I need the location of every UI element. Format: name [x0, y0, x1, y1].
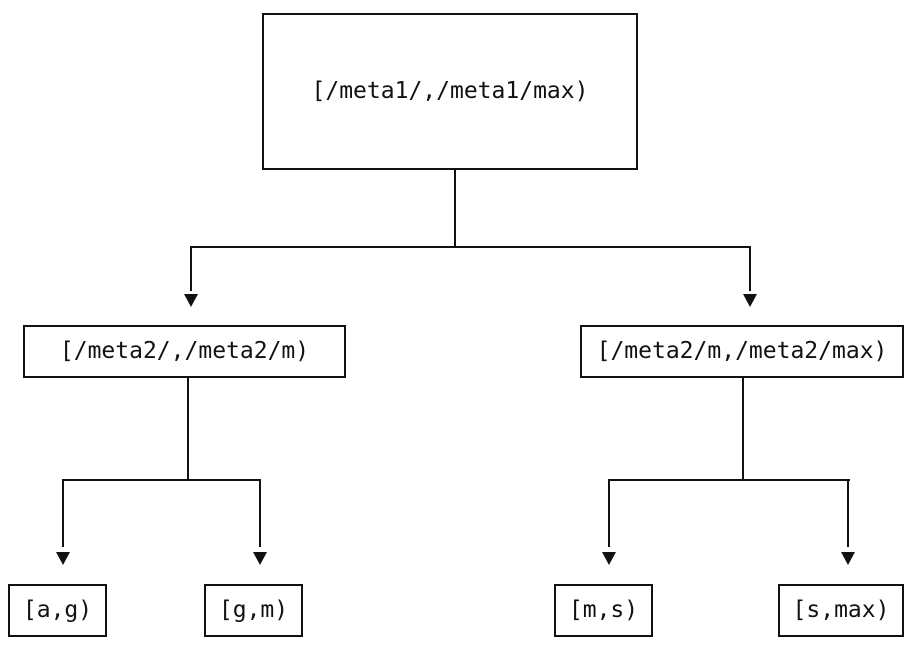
tree-node-leaf-gm: [g,m)	[204, 584, 303, 637]
tree-node-leaf-ms: [m,s)	[554, 584, 653, 637]
arrowhead-down-icon	[184, 294, 198, 307]
arrowhead-down-icon	[253, 552, 267, 565]
tree-node-leaf-smax: [s,max)	[778, 584, 904, 637]
edge-meta2-left-branch-bar	[62, 479, 261, 481]
arrowhead-down-icon	[56, 552, 70, 565]
tree-node-meta2-right: [/meta2/m,/meta2/max)	[580, 325, 904, 378]
edge-meta2-right-right-drop	[847, 479, 849, 547]
arrowhead-down-icon	[602, 552, 616, 565]
edge-root-stem	[454, 170, 456, 247]
edge-meta2-right-branch-bar	[608, 479, 850, 481]
arrowhead-down-icon	[841, 552, 855, 565]
tree-node-root: [/meta1/,/meta1/max)	[262, 13, 638, 170]
arrowhead-down-icon	[743, 294, 757, 307]
edge-meta2-left-right-drop	[259, 479, 261, 547]
edge-meta2-right-stem	[742, 378, 744, 481]
edge-root-branch-bar	[190, 246, 751, 248]
edge-root-left-drop	[190, 246, 192, 291]
tree-node-leaf-ag: [a,g)	[8, 584, 107, 637]
edge-meta2-left-stem	[187, 378, 189, 481]
edge-root-right-drop	[749, 246, 751, 291]
edge-meta2-left-left-drop	[62, 479, 64, 547]
tree-node-meta2-left: [/meta2/,/meta2/m)	[23, 325, 346, 378]
edge-meta2-right-left-drop	[608, 479, 610, 547]
